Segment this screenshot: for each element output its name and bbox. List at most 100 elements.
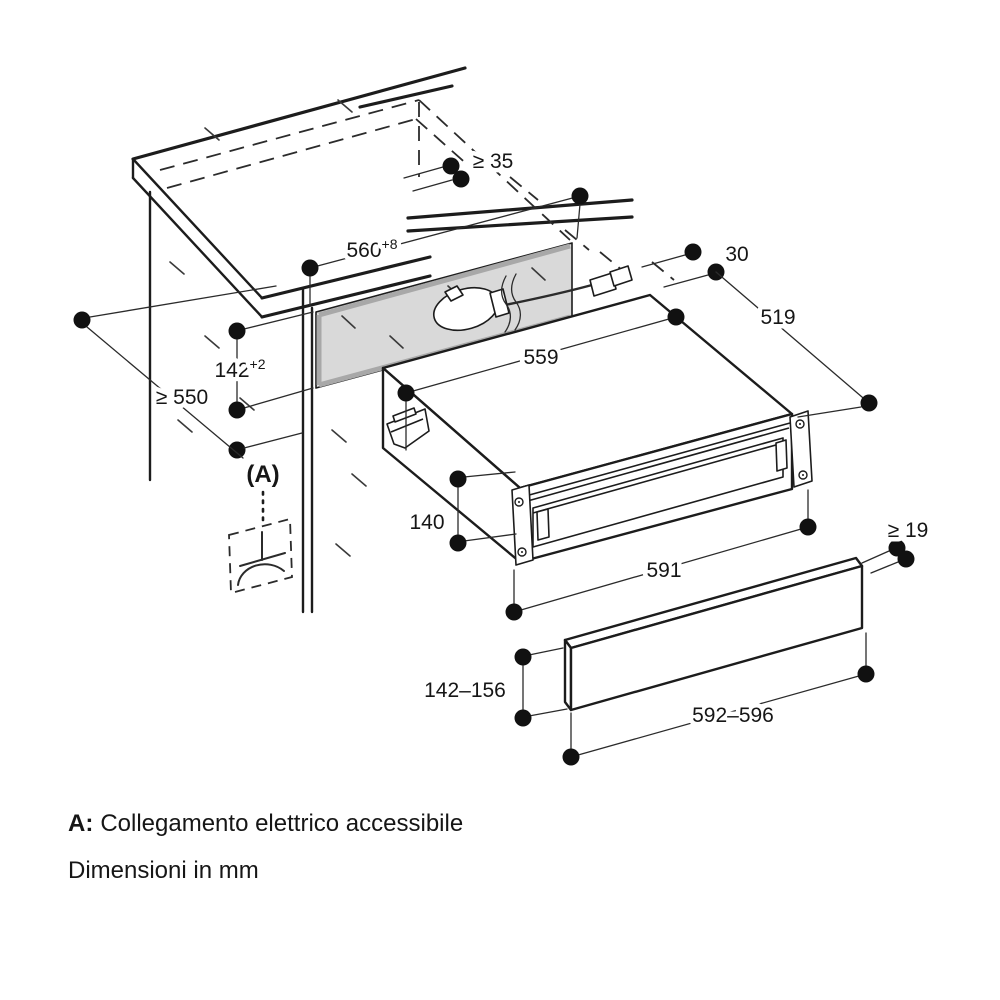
niche-projection-dashed-depth	[418, 99, 571, 241]
dim-dot	[857, 665, 875, 683]
appliance-front-lip-2	[523, 427, 790, 503]
dim-label-depth-519: 519	[760, 306, 795, 329]
worktop-front-bottom-edge-right	[406, 215, 634, 233]
dim-dot	[397, 384, 415, 402]
furniture-front-panel	[563, 556, 864, 712]
background-dashed-2	[564, 229, 590, 251]
leader-line	[463, 533, 517, 542]
socket-dashed-box	[228, 517, 293, 595]
leader-line	[243, 387, 314, 409]
leader-line	[641, 254, 686, 268]
wall-back-line	[358, 84, 454, 109]
dim-label-appliance-height: 140	[409, 511, 444, 534]
dim-dot	[73, 311, 91, 329]
screw-center	[802, 474, 804, 476]
earthed-socket-symbol-icon	[237, 531, 286, 586]
worktop-back-edge	[131, 66, 467, 161]
dim-worktop-overhang: 30	[641, 239, 753, 288]
niche-panel-inner-top-edge	[318, 243, 571, 318]
socket-arc	[237, 563, 285, 586]
dim-line	[715, 271, 870, 404]
leader-line	[870, 561, 899, 574]
dim-dot	[571, 187, 589, 205]
leader-line	[576, 203, 581, 239]
callout-a-label: (A)	[246, 461, 279, 488]
dim-label-top-width: 559	[523, 346, 558, 369]
dim-line	[570, 673, 867, 758]
dim-label-niche-width: 560+8	[346, 236, 397, 262]
dim-dot	[505, 603, 523, 621]
panel-front-face	[569, 564, 864, 712]
niche-projection-dashed-depth-2	[415, 118, 471, 168]
dim-appliance-depth: 519	[715, 271, 878, 418]
leader-line	[412, 179, 453, 192]
background-dashed-4	[651, 261, 675, 281]
dim-dot	[449, 534, 467, 552]
dim-dot	[514, 648, 532, 666]
dim-dot	[301, 259, 319, 277]
dim-dot	[228, 322, 246, 340]
appliance	[381, 293, 813, 566]
cabinet-worktop	[131, 66, 675, 614]
leader-line	[861, 550, 890, 564]
dim-dot	[897, 550, 915, 568]
dim-dot	[684, 243, 702, 261]
dim-appliance-front-width: 591	[505, 489, 817, 621]
dim-panel-clearance: ≥ 19	[861, 515, 933, 574]
appliance-side-rail-fold	[390, 418, 424, 433]
worktop-front-top-edge-right	[406, 198, 634, 220]
niche-projection-dashed-2	[166, 118, 417, 189]
cable-connector	[589, 272, 617, 297]
worktop-left-bottom-edge	[131, 176, 264, 319]
leader-line	[528, 647, 564, 656]
appliance-front-slot-left	[536, 508, 550, 541]
dim-dot	[514, 709, 532, 727]
dim-appliance-top-width: 559	[397, 308, 685, 451]
cable-connector-cap	[609, 265, 633, 287]
power-plug-icon	[433, 265, 633, 333]
appliance-side-rail-step	[392, 407, 417, 423]
callout-leader	[243, 432, 303, 449]
dim-line	[405, 316, 677, 394]
dim-top-clearance: ≥ 35	[403, 146, 518, 192]
dim-panel-height: 142–156	[420, 647, 568, 727]
appliance-bracket-right	[789, 410, 813, 488]
leader-line	[797, 406, 862, 418]
dim-dot	[228, 441, 246, 459]
dimensions: ≥ 35 560+8 30 519	[73, 146, 933, 766]
niche-projection-dashed-1	[159, 99, 420, 171]
dim-label-overhang: 30	[725, 243, 748, 266]
hatch-marks	[169, 99, 367, 557]
dim-dot	[452, 170, 470, 188]
units-note: Dimensioni in mm	[68, 857, 259, 884]
dim-label-niche-height: 142+2	[214, 356, 265, 382]
notes: A:Collegamento elettrico accessibile Dim…	[68, 810, 463, 884]
dim-label-top-clearance: ≥ 35	[473, 150, 514, 173]
leader-line	[528, 708, 568, 717]
dim-dot	[228, 401, 246, 419]
dim-dot	[667, 308, 685, 326]
dim-dot	[799, 518, 817, 536]
leader-line	[89, 285, 277, 318]
dim-appliance-height: 140	[405, 470, 517, 552]
dim-label-panel-width: 592–596	[692, 704, 774, 727]
dim-panel-width: 592–596	[562, 632, 875, 766]
screw-center	[518, 501, 520, 503]
leader-line	[463, 471, 516, 478]
appliance-side-rail	[386, 408, 430, 449]
legend-a-note: A:Collegamento elettrico accessibile	[68, 810, 463, 837]
leader-line	[243, 311, 314, 330]
dim-dot	[442, 157, 460, 175]
leader-line	[663, 274, 709, 288]
dim-label-panel-clearance: ≥ 19	[888, 519, 929, 542]
dim-label-cabinet-depth: ≥ 550	[156, 386, 208, 409]
appliance-front-slot-right	[775, 439, 788, 472]
background-dashed-1	[509, 176, 539, 201]
socket-bar	[239, 552, 286, 567]
dim-niche-width: 560+8	[301, 187, 589, 307]
dim-dot	[860, 394, 878, 412]
appliance-drawer-front	[532, 437, 784, 548]
dim-niche-height: 142+2	[210, 311, 314, 419]
appliance-front-lip-1	[521, 422, 791, 498]
